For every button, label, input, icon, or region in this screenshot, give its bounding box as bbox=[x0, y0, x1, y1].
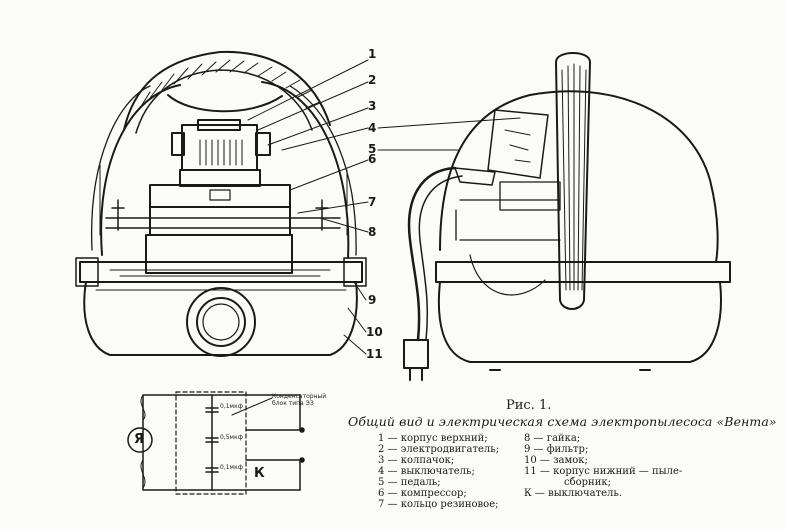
figure-title: Рис. 1. bbox=[506, 398, 552, 413]
legend-item: 4 — выключатель; bbox=[378, 466, 475, 477]
legend-item: 5 — педаль; bbox=[378, 477, 441, 488]
part-number-7: 7 bbox=[368, 195, 377, 209]
part-number-10: 10 bbox=[366, 325, 383, 339]
capacitor-top-value: 0,1мкф bbox=[220, 403, 243, 410]
capacitor-bottom-value: 0,1мкф bbox=[220, 464, 243, 471]
part-number-8: 8 bbox=[368, 225, 377, 239]
legend-item: 1 — корпус верхний; bbox=[378, 433, 488, 444]
legend-item: 10 — замок; bbox=[524, 455, 588, 466]
legend-item: сборник; bbox=[564, 477, 611, 488]
part-number-3: 3 bbox=[368, 99, 377, 113]
figure-subtitle: Общий вид и электрическая схема электроп… bbox=[348, 414, 777, 429]
part-number-4: 4 bbox=[368, 121, 377, 135]
front-view bbox=[75, 50, 369, 357]
part-number-9: 9 bbox=[368, 293, 377, 307]
legend-left: 1 — корпус верхний; 2 — электродвигатель… bbox=[378, 433, 499, 510]
legend-item: 8 — гайка; bbox=[524, 433, 581, 444]
capacitor-block-annotation: Конденсаторный блок типа ЭЗ bbox=[272, 393, 327, 407]
part-number-1: 1 bbox=[368, 47, 377, 61]
part-number-5: 5 bbox=[368, 142, 377, 156]
legend-item: 7 — кольцо резиновое; bbox=[378, 499, 499, 510]
legend-item: 2 — электродвигатель; bbox=[378, 444, 500, 455]
switch-label: К bbox=[254, 466, 265, 481]
side-view bbox=[377, 52, 731, 381]
legend-item: 11 — корпус нижний — пыле- bbox=[524, 466, 683, 477]
capacitor-mid-value: 0,5мкф bbox=[220, 434, 243, 441]
legend-item: 3 — колпачок; bbox=[378, 455, 455, 466]
legend-item: К — выключатель. bbox=[524, 488, 622, 499]
legend-right: 8 — гайка; 9 — фильтр; 10 — замок; 11 — … bbox=[524, 433, 682, 499]
electrical-schematic bbox=[127, 391, 305, 495]
part-number-6: 6 bbox=[368, 152, 377, 166]
legend-item: 6 — компрессор; bbox=[378, 488, 467, 499]
part-number-2: 2 bbox=[368, 73, 377, 87]
part-number-11: 11 bbox=[366, 347, 383, 361]
motor-label: Я bbox=[134, 432, 145, 447]
legend-item: 9 — фильтр; bbox=[524, 444, 589, 455]
